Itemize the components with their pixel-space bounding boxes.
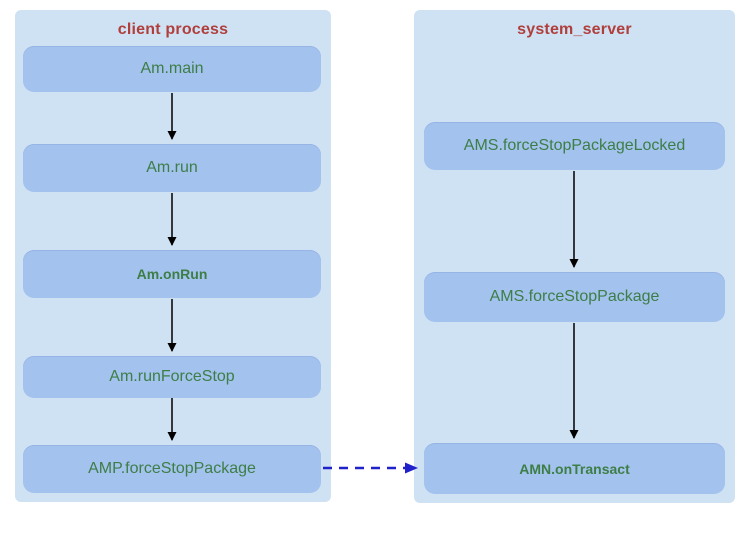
node-am-runforcestop: Am.runForceStop	[23, 356, 321, 398]
panel-title-client-process: client process	[117, 21, 229, 38]
node-am-run: Am.run	[23, 144, 321, 192]
node-ams-forcestoppackage: AMS.forceStopPackage	[424, 272, 725, 322]
node-am-main: Am.main	[23, 46, 321, 92]
panel-title-system-server: system_server	[517, 21, 632, 38]
panel-client-process: client process Am.main Am.run Am.onRun A…	[15, 10, 331, 502]
node-amp-forcestoppackage: AMP.forceStopPackage	[23, 445, 321, 493]
node-ams-forcestoppackagelocked: AMS.forceStopPackageLocked	[424, 122, 725, 170]
panel-system-server: system_server AMS.forceStopPackageLocked…	[414, 10, 735, 503]
node-amn-ontransact: AMN.onTransact	[424, 443, 725, 494]
node-am-onrun: Am.onRun	[23, 250, 321, 298]
